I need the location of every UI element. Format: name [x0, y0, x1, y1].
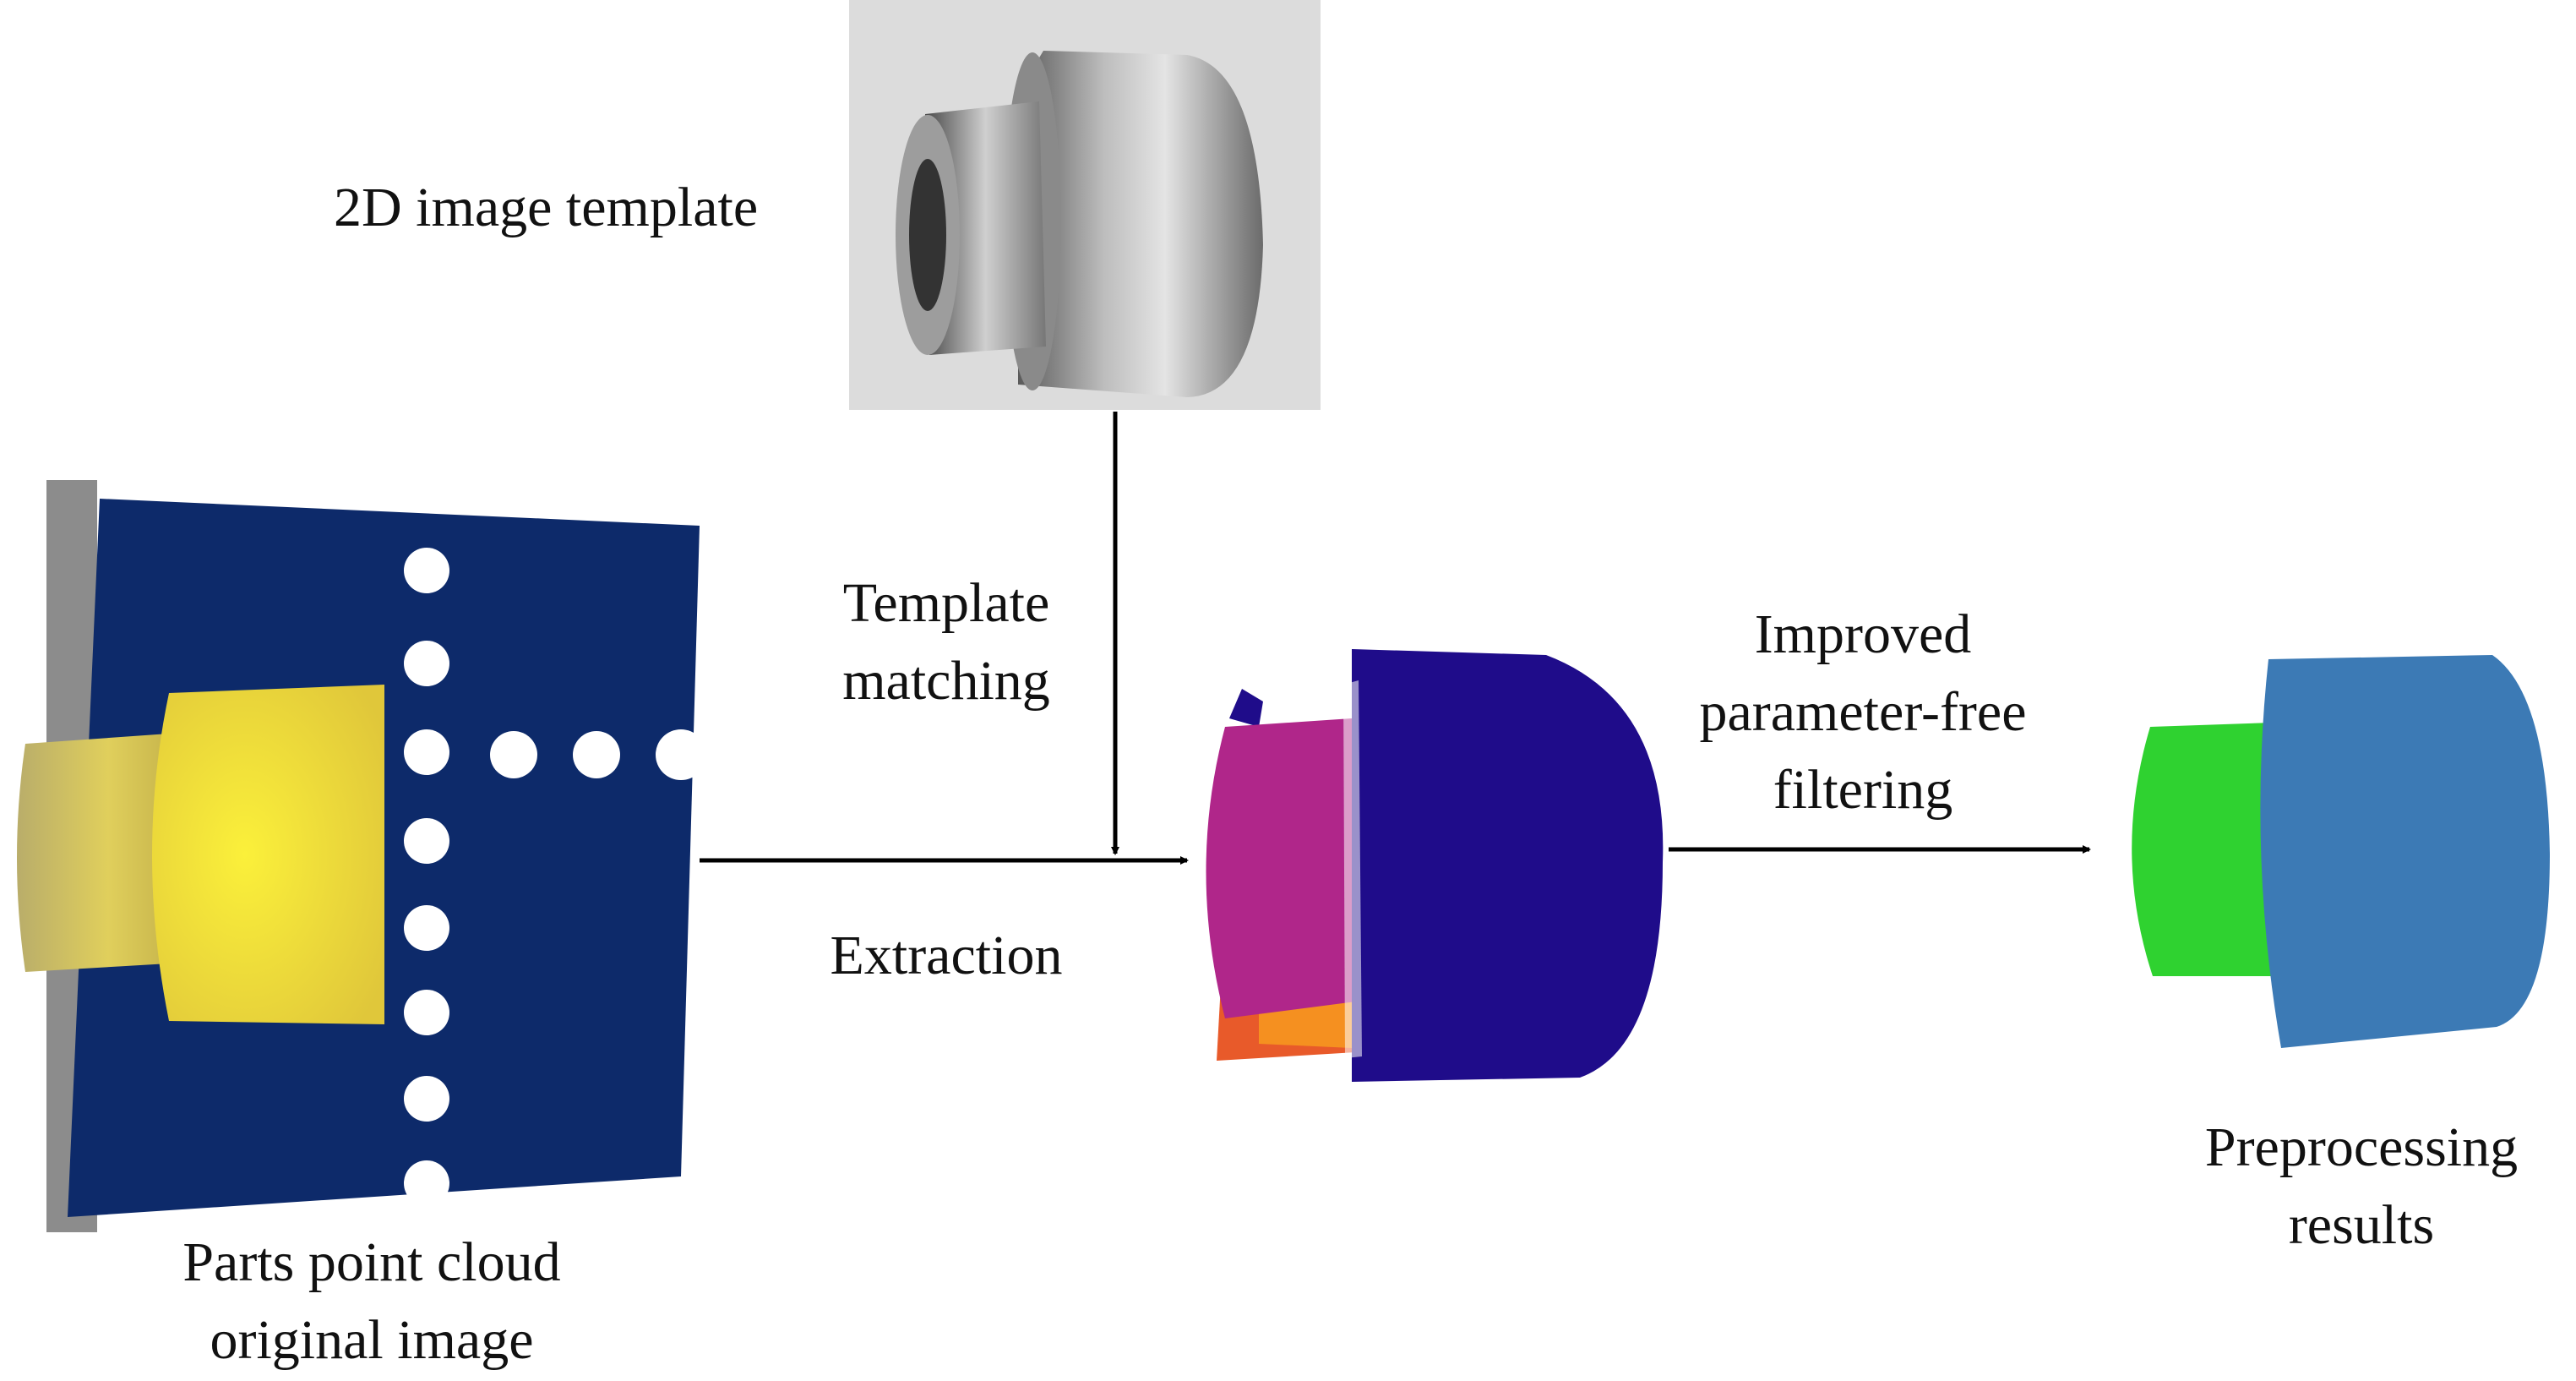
- label-filtering: Improved parameter-free filtering: [1699, 603, 2027, 821]
- part-large-cylinder: [152, 685, 384, 1024]
- label-preprocessing-results: Preprocessing results: [2204, 1116, 2519, 1256]
- extracted-large-part: [1352, 649, 1664, 1082]
- label-template-matching: Template matching: [842, 572, 1050, 712]
- result-small-part: [2132, 723, 2273, 976]
- part-small-cylinder: [17, 734, 169, 972]
- template-photo: [849, 0, 1321, 410]
- result-large-part: [2260, 655, 2550, 1048]
- label-2d-image-template: 2D image template: [334, 177, 759, 238]
- extracted-small-part: [1206, 718, 1356, 1018]
- extracted-point-cloud: [1206, 649, 1664, 1082]
- label-original-image: Parts point cloud original image: [182, 1231, 561, 1371]
- point-cloud-original: [17, 480, 706, 1232]
- preprocessing-result: [2132, 655, 2550, 1048]
- label-extraction: Extraction: [830, 925, 1063, 986]
